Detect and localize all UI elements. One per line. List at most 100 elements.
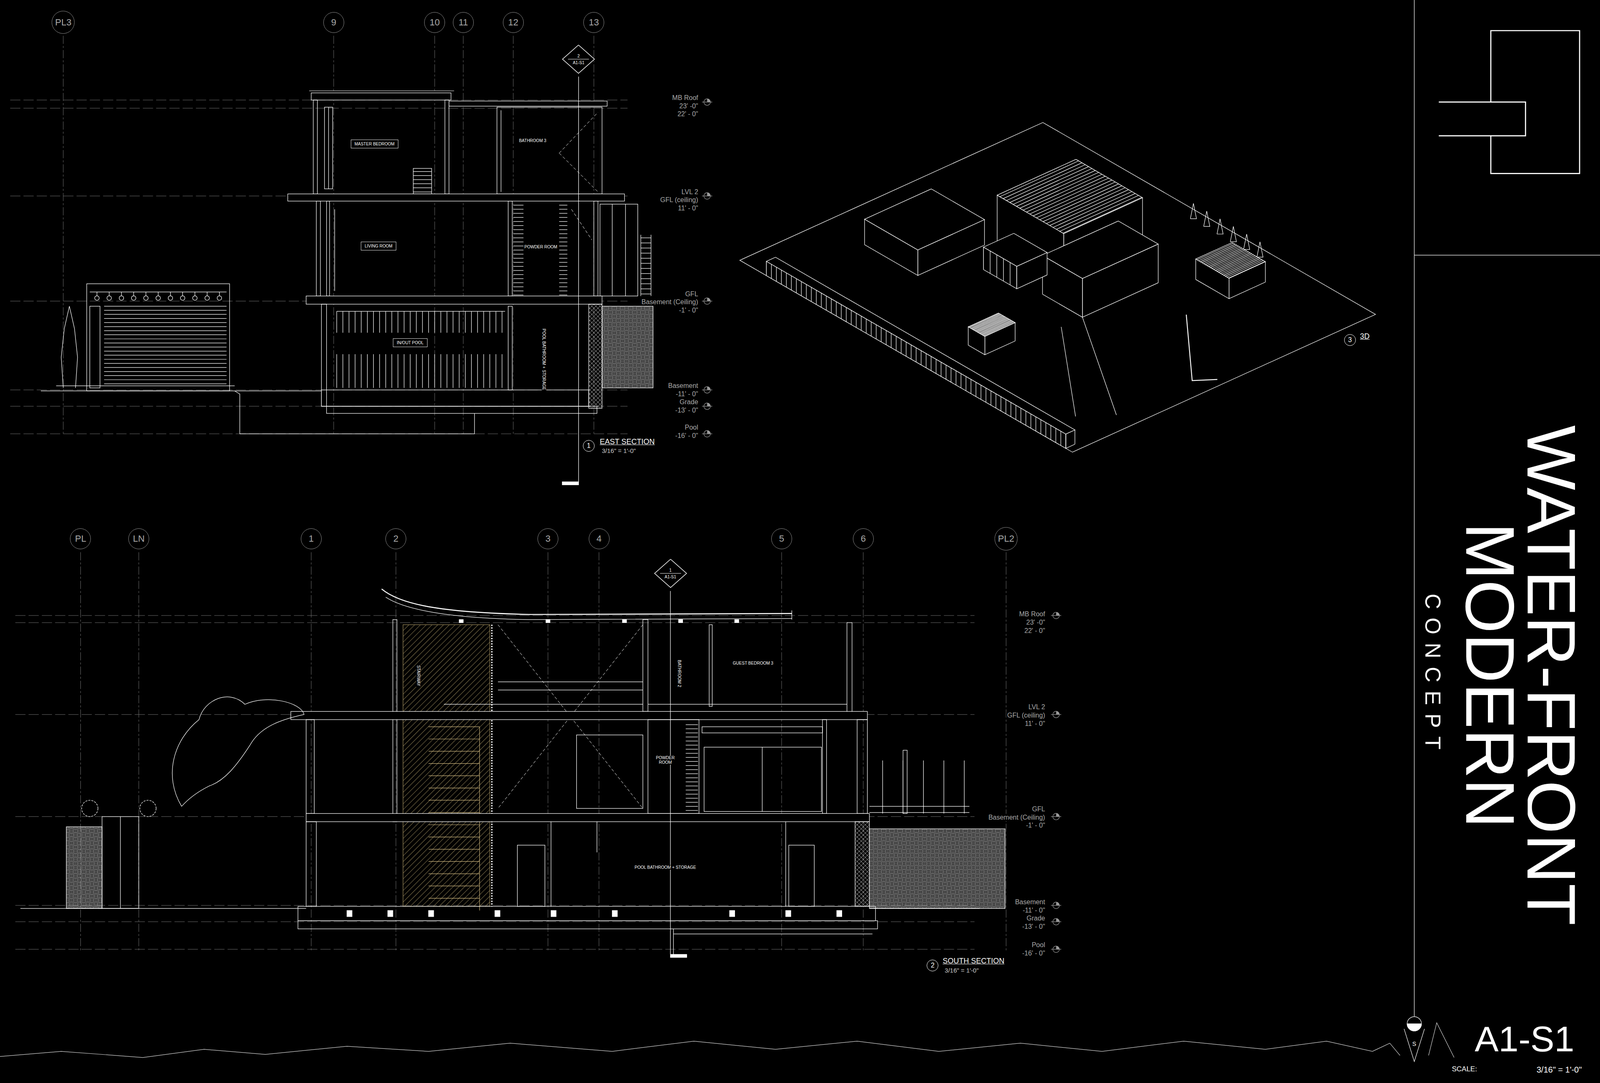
stair-tread xyxy=(559,241,568,243)
stair-riser xyxy=(479,837,480,850)
pendant-light xyxy=(192,295,198,301)
section-arrow xyxy=(562,481,579,485)
section-arrow xyxy=(670,954,687,958)
window-box xyxy=(600,204,638,296)
pool-louver xyxy=(458,354,460,388)
level-label: 11' - 0" xyxy=(677,204,699,213)
pool-louver xyxy=(465,354,466,388)
level-label: MB Roof xyxy=(671,94,699,102)
level-marker-tick xyxy=(702,300,713,302)
stair-tread xyxy=(559,278,568,279)
roof-slat xyxy=(1029,178,1109,215)
pool-louver xyxy=(355,311,356,333)
level-label: LVL 2 xyxy=(680,188,700,196)
roof-slat xyxy=(982,321,1014,336)
pendant-light xyxy=(131,295,136,301)
fence-post xyxy=(915,347,917,362)
fence-post xyxy=(945,365,947,380)
tree xyxy=(1230,226,1237,242)
stair-tread xyxy=(685,757,698,758)
pendant-cord xyxy=(182,292,183,297)
title-border xyxy=(1414,0,1415,1017)
stair-tread xyxy=(513,282,524,283)
pendant-light xyxy=(155,295,161,301)
stair-tread xyxy=(413,187,432,188)
logo xyxy=(1438,30,1580,174)
shrub xyxy=(140,800,157,817)
fence-post xyxy=(781,270,782,285)
wall-line xyxy=(596,821,598,853)
stair-tread xyxy=(685,810,698,811)
stair-riser xyxy=(479,751,480,764)
wall-line xyxy=(500,110,502,193)
node-label: 13 xyxy=(588,17,599,28)
node-label: 6 xyxy=(860,533,866,544)
node-label: LN xyxy=(132,533,145,544)
level-marker-fill xyxy=(707,192,711,196)
pendant-cord xyxy=(108,292,110,297)
fence-post xyxy=(990,250,991,274)
rail-rung xyxy=(640,273,651,274)
stair-tread xyxy=(685,781,698,783)
roof-slat xyxy=(1208,250,1245,267)
roof-slat xyxy=(1212,252,1249,269)
room-label: BATHROOM 3 xyxy=(518,138,548,143)
grid-bubble: 9 xyxy=(323,12,345,33)
roof-slat xyxy=(1006,164,1086,201)
wall xyxy=(445,100,450,194)
pool-louver xyxy=(471,311,472,333)
north-label: S xyxy=(1411,1040,1418,1048)
fence-post xyxy=(895,336,897,351)
fence-post xyxy=(850,310,852,325)
pool-louver xyxy=(385,311,386,333)
roof-slat xyxy=(1036,182,1115,218)
stair-tread xyxy=(513,250,524,251)
louver xyxy=(104,375,227,376)
node-label: 2 xyxy=(393,533,399,544)
pendant-cord xyxy=(170,292,171,297)
door-swing xyxy=(571,209,592,240)
stair-tread xyxy=(685,761,698,762)
stair-tread xyxy=(685,752,698,754)
pool-louver xyxy=(355,354,356,388)
stair-tread xyxy=(428,750,480,752)
roof-slat xyxy=(981,320,1012,335)
fence-post xyxy=(943,760,945,814)
node-label: 3 xyxy=(545,533,551,544)
fence-post xyxy=(960,373,962,388)
pool-louver xyxy=(360,354,362,388)
room-label: POWDER ROOM xyxy=(523,244,559,250)
fence-post xyxy=(1065,434,1066,449)
fence-post xyxy=(840,304,842,319)
axonometric-view xyxy=(740,122,1376,453)
stair-tread xyxy=(685,732,698,733)
roof-slat xyxy=(979,319,1010,334)
stair-tread xyxy=(513,205,524,206)
level-label: 23' -0" xyxy=(678,102,699,110)
tree xyxy=(61,306,78,388)
roof-slat xyxy=(1200,245,1237,262)
section-cut xyxy=(578,76,579,482)
roof-slat xyxy=(982,321,1013,335)
fence-post xyxy=(855,313,857,328)
fence-post xyxy=(820,292,822,308)
fence-post xyxy=(880,327,882,342)
pendant-light xyxy=(168,295,173,301)
scale-note: 3/16" = 1'-0" xyxy=(943,967,980,975)
callout-text: 2 xyxy=(577,53,580,59)
room-label: POOL BATHROOM + STORAGE xyxy=(541,327,547,391)
pool-louver xyxy=(336,311,338,333)
garage-roof xyxy=(864,188,985,250)
tree xyxy=(1257,241,1264,258)
pendant-light xyxy=(107,295,112,301)
footing xyxy=(428,910,434,917)
node-label: 10 xyxy=(429,17,440,28)
stair-tread xyxy=(428,800,480,801)
level-marker-fill xyxy=(1056,918,1060,922)
level-label: MB Roof xyxy=(1018,610,1046,618)
rail-rung xyxy=(640,237,651,238)
floor-line xyxy=(647,704,848,705)
roof-slat xyxy=(978,319,1010,333)
fence-post xyxy=(1025,410,1026,425)
